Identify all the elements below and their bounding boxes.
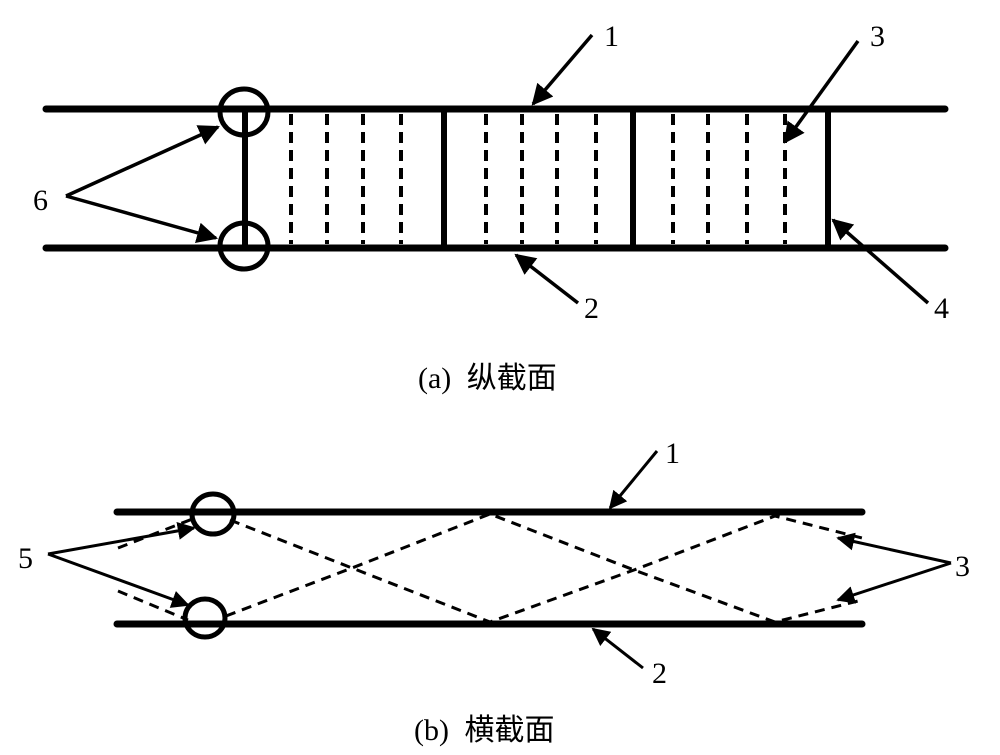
caption-a-prefix: (a) xyxy=(418,362,451,395)
caption-b-text: 横截面 xyxy=(464,714,554,747)
label-4: 4 xyxy=(934,292,949,325)
leader-1 xyxy=(531,33,594,106)
panel-b-cross-section: 5 1 2 3 (b) 横截面 xyxy=(18,437,970,747)
dashed-lines-3 xyxy=(117,512,863,624)
caption-a: (a) 纵截面 xyxy=(418,362,557,395)
label-6: 6 xyxy=(33,184,48,217)
leader-5-bottom xyxy=(47,552,190,608)
panel-a-longitudinal-section: 6 1 3 2 4 (a) 纵截面 xyxy=(33,20,949,395)
leader-3 xyxy=(783,39,860,144)
caption-b-prefix: (b) xyxy=(414,714,449,747)
leader-6-bottom xyxy=(65,194,219,244)
label-2: 2 xyxy=(584,292,599,325)
label-2: 2 xyxy=(652,657,667,690)
label-5: 5 xyxy=(18,542,33,575)
leader-3-bottom xyxy=(836,561,952,604)
leader-5-top xyxy=(47,521,196,556)
label-3: 3 xyxy=(955,550,970,583)
junction-circle-top xyxy=(217,86,271,138)
label-1: 1 xyxy=(604,20,619,53)
junction-circle-bottom xyxy=(182,596,228,640)
caption-a-text: 纵截面 xyxy=(467,362,557,395)
leader-1 xyxy=(608,450,659,510)
dashed-lines-3 xyxy=(289,114,787,244)
leader-6-top xyxy=(65,125,220,198)
junction-circle-top xyxy=(189,491,237,537)
leader-3-top xyxy=(836,532,952,565)
label-1: 1 xyxy=(665,437,680,470)
leader-2 xyxy=(514,253,580,305)
leader-4 xyxy=(831,218,930,305)
junction-circle-bottom xyxy=(217,220,271,272)
leader-2 xyxy=(591,627,644,670)
caption-b: (b) 横截面 xyxy=(414,714,554,747)
label-3: 3 xyxy=(870,20,885,53)
